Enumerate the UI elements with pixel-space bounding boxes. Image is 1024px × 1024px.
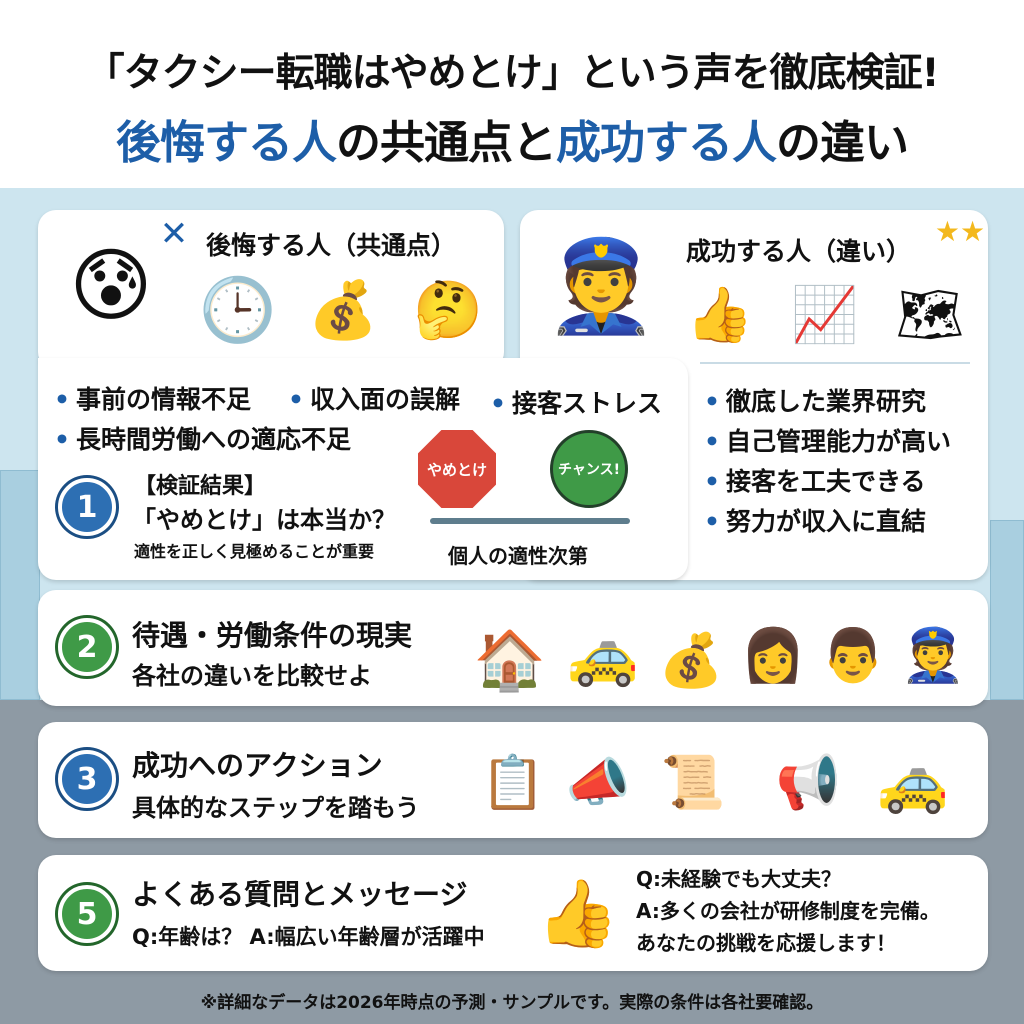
section-number-5: 5 [58, 885, 116, 943]
coins-growth-icon: 📈 [791, 283, 859, 346]
footer-note: ※詳細なデータは2026年時点の予測・サンプルです。実際の条件は各社要確認。 [200, 993, 824, 1013]
title-success: 成功する人 [556, 116, 777, 169]
worker-man-icon: 👨 [820, 625, 886, 686]
divider [700, 362, 970, 364]
taxi-driver-avatar-icon: 👮 [544, 233, 658, 339]
megaphone-icon: 📣 [565, 752, 631, 813]
regret-bullet: 事前の情報不足 [54, 380, 251, 416]
header: 「タクシー転職はやめとけ」という声を徹底検証! 後悔する人の共通点と成功する人の… [0, 0, 1024, 188]
stop-sign: やめとけ [418, 430, 496, 508]
certificate-icon: 📜 [660, 752, 726, 813]
map-icon: 🗺 [895, 283, 965, 346]
building [0, 470, 40, 700]
thumbs-up-icon: 👍 [686, 283, 754, 346]
clock-icon: 🕒 [199, 273, 277, 346]
success-bullet: 徹底した業界研究 [704, 382, 926, 418]
taxi-icon: 🚕 [876, 747, 950, 816]
success-bullet: 接客を工夫できる [704, 462, 926, 498]
section3-title: 成功へのアクション [132, 749, 383, 782]
section2-card: 2 待遇・労働条件の現実 各社の違いを比較せよ 🏠 🚕 💰 👩 👨 👮 [38, 590, 988, 706]
cross-icon: ✕ [159, 214, 189, 254]
money-bag-down-icon: 💰 [308, 278, 378, 343]
title-mid: の共通点と [335, 116, 557, 169]
regret-heading: 後悔する人（共通点） [206, 231, 457, 260]
regret-card: 😰 ✕ 後悔する人（共通点） 🕒 💰 🤔 [38, 210, 504, 370]
checklist-icon: 📋 [480, 752, 546, 813]
section5-title: よくある質問とメッセージ [132, 878, 468, 911]
driver-salute-icon: 👮 [900, 625, 966, 686]
taxi-icon: 🚕 [566, 620, 640, 689]
regret-bullets-section1-card: 事前の情報不足 収入面の誤解 接客ストレス 長時間労働への適応不足 1 【検証結… [38, 358, 688, 580]
title-regret: 後悔する人 [115, 116, 337, 169]
section-number-3: 3 [58, 750, 116, 808]
success-bullet: 努力が収入に直結 [704, 502, 926, 538]
section1-label: 【検証結果】 [134, 474, 267, 499]
megaphone-icon: 📢 [775, 752, 841, 813]
worker-woman-icon: 👩 [740, 625, 806, 686]
title-end: の違い [776, 116, 909, 169]
thumbs-up-icon: 👍 [536, 875, 620, 952]
confused-person-icon: 🤔 [413, 278, 483, 343]
success-bullet: 自己管理能力が高い [704, 422, 951, 458]
title-line-2: 後悔する人の共通点と成功する人の違い [0, 106, 1024, 171]
section-number-1: 1 [58, 478, 116, 536]
scale-caption: 個人の適性次第 [448, 544, 588, 568]
section1-title: 「やめとけ」は本当か？ [132, 506, 396, 534]
section5-card: 5 よくある質問とメッセージ Q:年齢は？ A:幅広い年齢層が活躍中 👍 Q:未… [38, 855, 988, 971]
title-line-1: 「タクシー転職はやめとけ」という声を徹底検証! [85, 51, 940, 96]
section3-subtitle: 具体的なステップを踏もう [132, 794, 420, 822]
section2-subtitle: 各社の違いを比較せよ [132, 662, 372, 690]
house-icon: 🏠 [473, 625, 547, 694]
faq-age: Q:年齢は？ A:幅広い年齢層が活躍中 [132, 925, 485, 949]
chance-sign: チャンス! [550, 430, 628, 508]
section2-title: 待遇・労働条件の現実 [132, 619, 413, 652]
balance-scale-icon [430, 518, 630, 524]
section1-subtitle: 適性を正しく見極めることが重要 [134, 542, 375, 561]
faq-experience-answer: A:多くの会社が研修制度を完備。 [636, 899, 940, 923]
worried-driver-icon: 😰 [69, 238, 153, 332]
stars-icon: ★★ [934, 214, 986, 248]
support-message: あなたの挑戦を応援します！ [636, 931, 896, 955]
building [990, 520, 1024, 700]
faq-experience-question: Q:未経験でも大丈夫？ [636, 867, 841, 891]
regret-bullet: 接客ストレス [490, 384, 662, 420]
money-bag-icon: 💰 [658, 630, 724, 691]
section3-card: 3 成功へのアクション 具体的なステップを踏もう 📋 📣 📜 📢 🚕 [38, 722, 988, 838]
section-number-2: 2 [58, 618, 116, 676]
success-heading: 成功する人（違い） [686, 237, 912, 266]
regret-bullet: 収入面の誤解 [288, 380, 460, 416]
regret-bullet: 長時間労働への適応不足 [54, 420, 351, 456]
